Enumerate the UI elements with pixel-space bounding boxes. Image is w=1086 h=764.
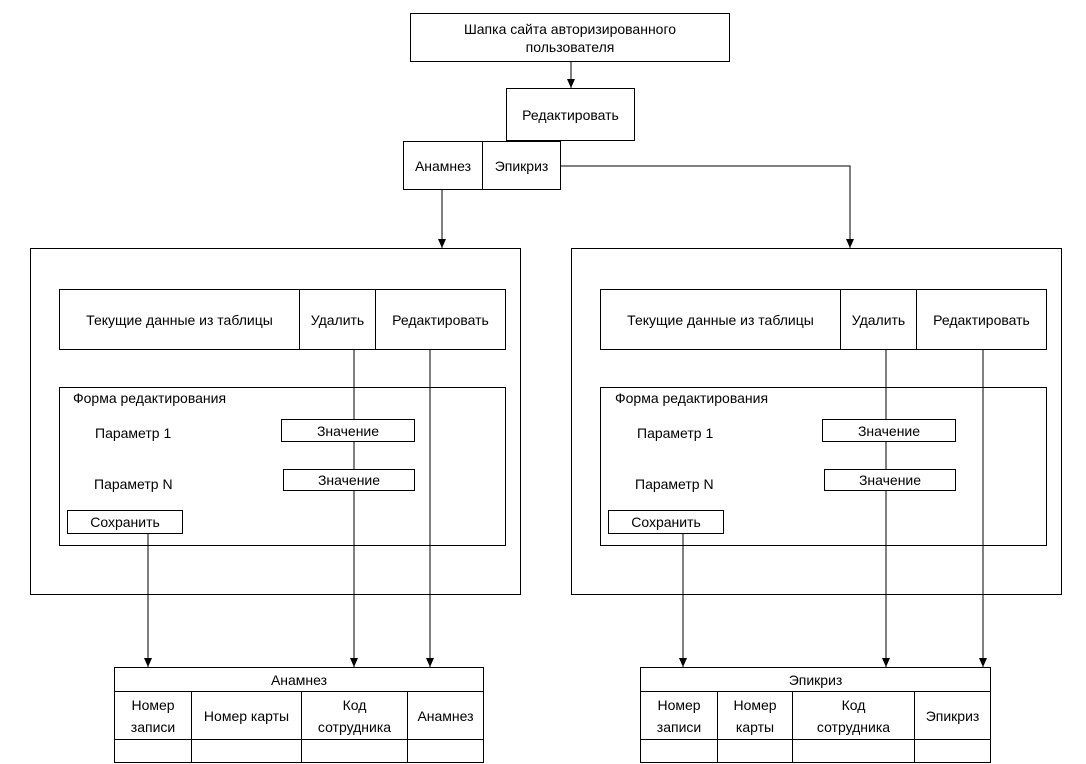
anamnesis-table-title-text: Анамнез xyxy=(270,671,328,688)
anamnesis-empty-cell-2 xyxy=(191,739,302,763)
left-current-data-cell: Текущие данные из таблицы xyxy=(59,289,300,350)
left-param-n-label: Параметр N xyxy=(94,476,173,492)
edit-button-label: Редактировать xyxy=(522,106,619,123)
anamnesis-col-employee-code: Код сотрудника xyxy=(301,691,408,740)
right-edit-row-label: Редактировать xyxy=(933,311,1030,328)
right-param-1-input[interactable]: Значение xyxy=(822,419,956,442)
epicrisis-empty-cell-2 xyxy=(717,739,793,763)
anamnesis-col-anamnesis: Анамнез xyxy=(407,691,484,740)
left-param-1-value: Значение xyxy=(316,422,380,439)
epicrisis-col-card-number: Номер карты xyxy=(717,691,793,740)
right-edit-row-button[interactable]: Редактировать xyxy=(916,289,1047,350)
epicrisis-col-epicrisis: Эпикриз xyxy=(914,691,991,740)
left-panel xyxy=(30,248,521,595)
right-param-1-value: Значение xyxy=(857,422,921,439)
site-header-box: Шапка сайта авторизированного пользовате… xyxy=(410,13,730,62)
left-save-label: Сохранить xyxy=(90,514,160,530)
tab-epicrisis-label: Эпикриз xyxy=(494,157,549,174)
epicrisis-col-record-number-text: Номер записи xyxy=(656,696,702,735)
left-edit-row-label: Редактировать xyxy=(392,311,489,328)
right-delete-label: Удалить xyxy=(851,311,906,328)
right-save-label: Сохранить xyxy=(631,514,701,530)
left-param-n-input[interactable]: Значение xyxy=(283,469,415,491)
anamnesis-table-title: Анамнез xyxy=(114,667,484,692)
left-edit-form-title: Форма редактирования xyxy=(73,390,227,406)
right-param-n-input[interactable]: Значение xyxy=(824,469,956,491)
epicrisis-table-title-text: Эпикриз xyxy=(788,671,843,688)
site-header-text: Шапка сайта авторизированного пользовате… xyxy=(463,20,677,55)
anamnesis-col-record-number-text: Номер записи xyxy=(130,696,176,735)
anamnesis-col-card-number: Номер карты xyxy=(191,691,302,740)
right-current-data-label: Текущие данные из таблицы xyxy=(627,311,814,328)
anamnesis-col-anamnesis-text: Анамнез xyxy=(417,707,474,724)
tab-anamnesis-label: Анамнез xyxy=(414,157,472,174)
left-param-n-value: Значение xyxy=(317,472,381,488)
epicrisis-empty-cell-3 xyxy=(792,739,915,763)
anamnesis-empty-cell-3 xyxy=(301,739,408,763)
left-delete-button[interactable]: Удалить xyxy=(299,289,376,350)
right-current-data-cell: Текущие данные из таблицы xyxy=(600,289,841,350)
left-edit-row-button[interactable]: Редактировать xyxy=(375,289,506,350)
epicrisis-empty-cell-1 xyxy=(640,739,718,763)
anamnesis-empty-cell-1 xyxy=(114,739,192,763)
epicrisis-table-title: Эпикриз xyxy=(640,667,991,692)
left-edit-form xyxy=(59,387,506,546)
left-param-1-label: Параметр 1 xyxy=(95,425,172,441)
anamnesis-col-record-number: Номер записи xyxy=(114,691,192,740)
tab-epicrisis[interactable]: Эпикриз xyxy=(482,141,561,190)
left-param-1-input[interactable]: Значение xyxy=(281,419,415,442)
right-panel xyxy=(571,248,1062,595)
left-current-data-label: Текущие данные из таблицы xyxy=(86,311,273,328)
anamnesis-col-card-number-text: Номер карты xyxy=(203,707,290,724)
right-save-button[interactable]: Сохранить xyxy=(608,510,724,534)
edit-button[interactable]: Редактировать xyxy=(506,88,635,141)
epicrisis-col-epicrisis-text: Эпикриз xyxy=(925,707,980,724)
left-delete-label: Удалить xyxy=(310,311,365,328)
right-delete-button[interactable]: Удалить xyxy=(840,289,917,350)
anamnesis-col-employee-code-text: Код сотрудника xyxy=(317,696,392,735)
epicrisis-col-record-number: Номер записи xyxy=(640,691,718,740)
arrow-epicrisis-to-right-panel xyxy=(561,165,854,248)
right-param-1-label: Параметр 1 xyxy=(637,425,714,441)
epicrisis-empty-cell-4 xyxy=(914,739,991,763)
right-edit-form-title: Форма редактирования xyxy=(615,390,769,406)
epicrisis-col-employee-code-text: Код сотрудника xyxy=(816,696,891,735)
left-save-button[interactable]: Сохранить xyxy=(67,510,183,534)
tab-anamnesis[interactable]: Анамнез xyxy=(403,141,483,190)
right-edit-form xyxy=(600,387,1047,546)
epicrisis-col-employee-code: Код сотрудника xyxy=(792,691,915,740)
epicrisis-col-card-number-text: Номер карты xyxy=(733,696,777,735)
anamnesis-empty-cell-4 xyxy=(407,739,484,763)
right-param-n-label: Параметр N xyxy=(635,476,714,492)
right-param-n-value: Значение xyxy=(858,472,922,488)
